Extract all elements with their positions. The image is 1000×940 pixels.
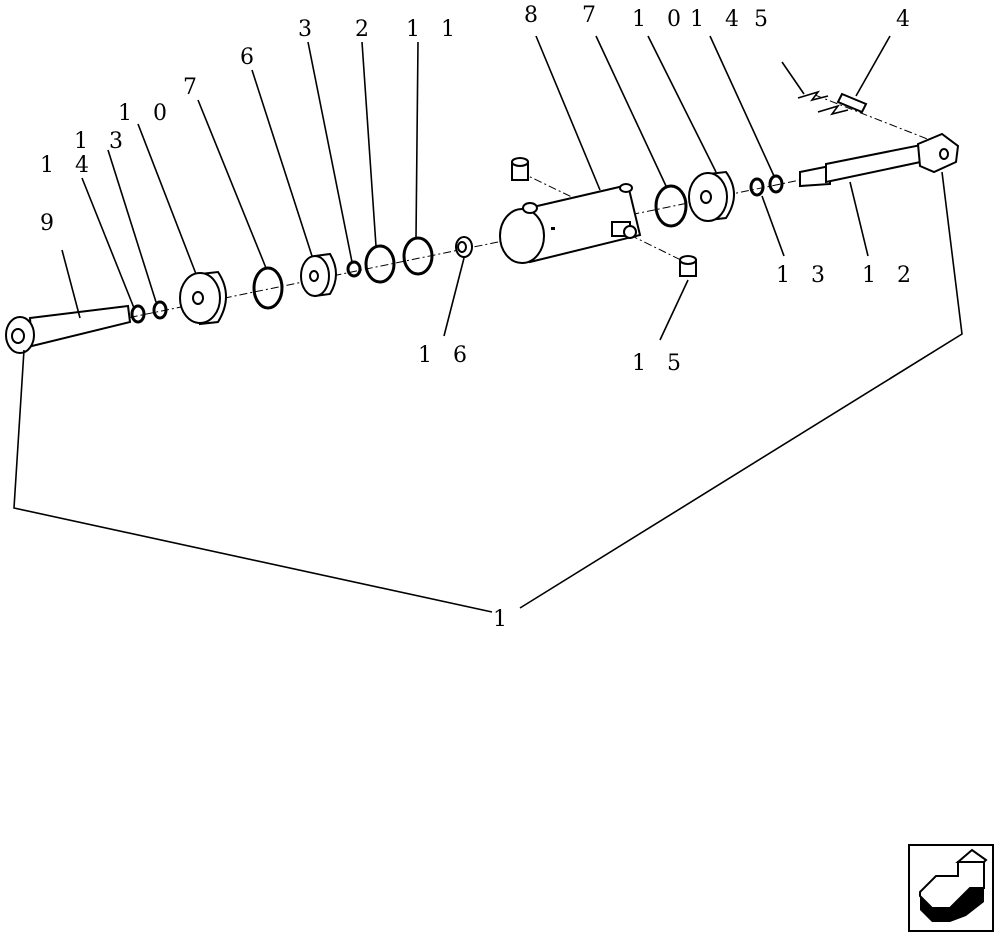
part-4-pin bbox=[836, 92, 868, 114]
callout-16: 1 6 bbox=[418, 343, 474, 368]
part-10-gland-right bbox=[688, 170, 735, 222]
navigation-arrow-button[interactable] bbox=[908, 844, 994, 932]
part-10-piston-left bbox=[179, 270, 227, 326]
callout-5: 5 bbox=[754, 7, 775, 32]
callout-14-right: 1 4 bbox=[690, 7, 746, 32]
part-12-rod bbox=[799, 132, 960, 188]
assembly-axis bbox=[19, 177, 811, 341]
part-2-ring bbox=[364, 244, 396, 284]
part-7-oring-left bbox=[252, 266, 284, 310]
pin-axis bbox=[814, 94, 931, 141]
part-15-fitting-upper bbox=[511, 157, 529, 181]
part-14-ring-left bbox=[130, 304, 146, 324]
upper-fitting-axis bbox=[519, 171, 579, 201]
callout-10-right: 1 0 bbox=[632, 7, 688, 32]
part-11-ring bbox=[402, 236, 434, 276]
part-3-ring bbox=[346, 260, 362, 278]
callout-13-left: 1 3 bbox=[74, 129, 130, 154]
callout-3: 3 bbox=[298, 17, 319, 42]
callout-2: 2 bbox=[355, 17, 376, 42]
part-7-oring-right bbox=[654, 184, 688, 228]
callout-4: 4 bbox=[896, 7, 917, 32]
callout-6: 6 bbox=[240, 45, 261, 70]
part-15-fitting-lower bbox=[679, 255, 697, 277]
callout-10-left: 1 0 bbox=[118, 101, 174, 126]
callout-7-left: 7 bbox=[183, 75, 204, 100]
lower-fitting-axis bbox=[629, 234, 686, 263]
arrow-nav-icon bbox=[919, 848, 988, 922]
callout-9: 9 bbox=[40, 211, 61, 236]
leader-lines bbox=[13, 35, 963, 613]
part-9-barrel-end bbox=[5, 304, 132, 354]
part-6-piston bbox=[300, 252, 337, 298]
part-16-wiper bbox=[455, 236, 473, 258]
callout-7-right: 7 bbox=[582, 3, 603, 28]
part-14-ring-right bbox=[768, 174, 784, 194]
callout-8: 8 bbox=[524, 3, 545, 28]
part-13-ring-left bbox=[152, 300, 168, 320]
callout-11: 1 1 bbox=[406, 17, 462, 42]
part-13-ring-right bbox=[749, 177, 765, 197]
callout-12: 1 2 bbox=[862, 263, 918, 288]
callout-15: 1 5 bbox=[632, 351, 688, 376]
callout-13-right: 1 3 bbox=[776, 263, 832, 288]
callout-14-left: 1 4 bbox=[40, 153, 96, 178]
part-5-clip bbox=[797, 90, 849, 116]
part-8-barrel bbox=[499, 183, 642, 264]
callout-1: 1 bbox=[493, 607, 514, 632]
